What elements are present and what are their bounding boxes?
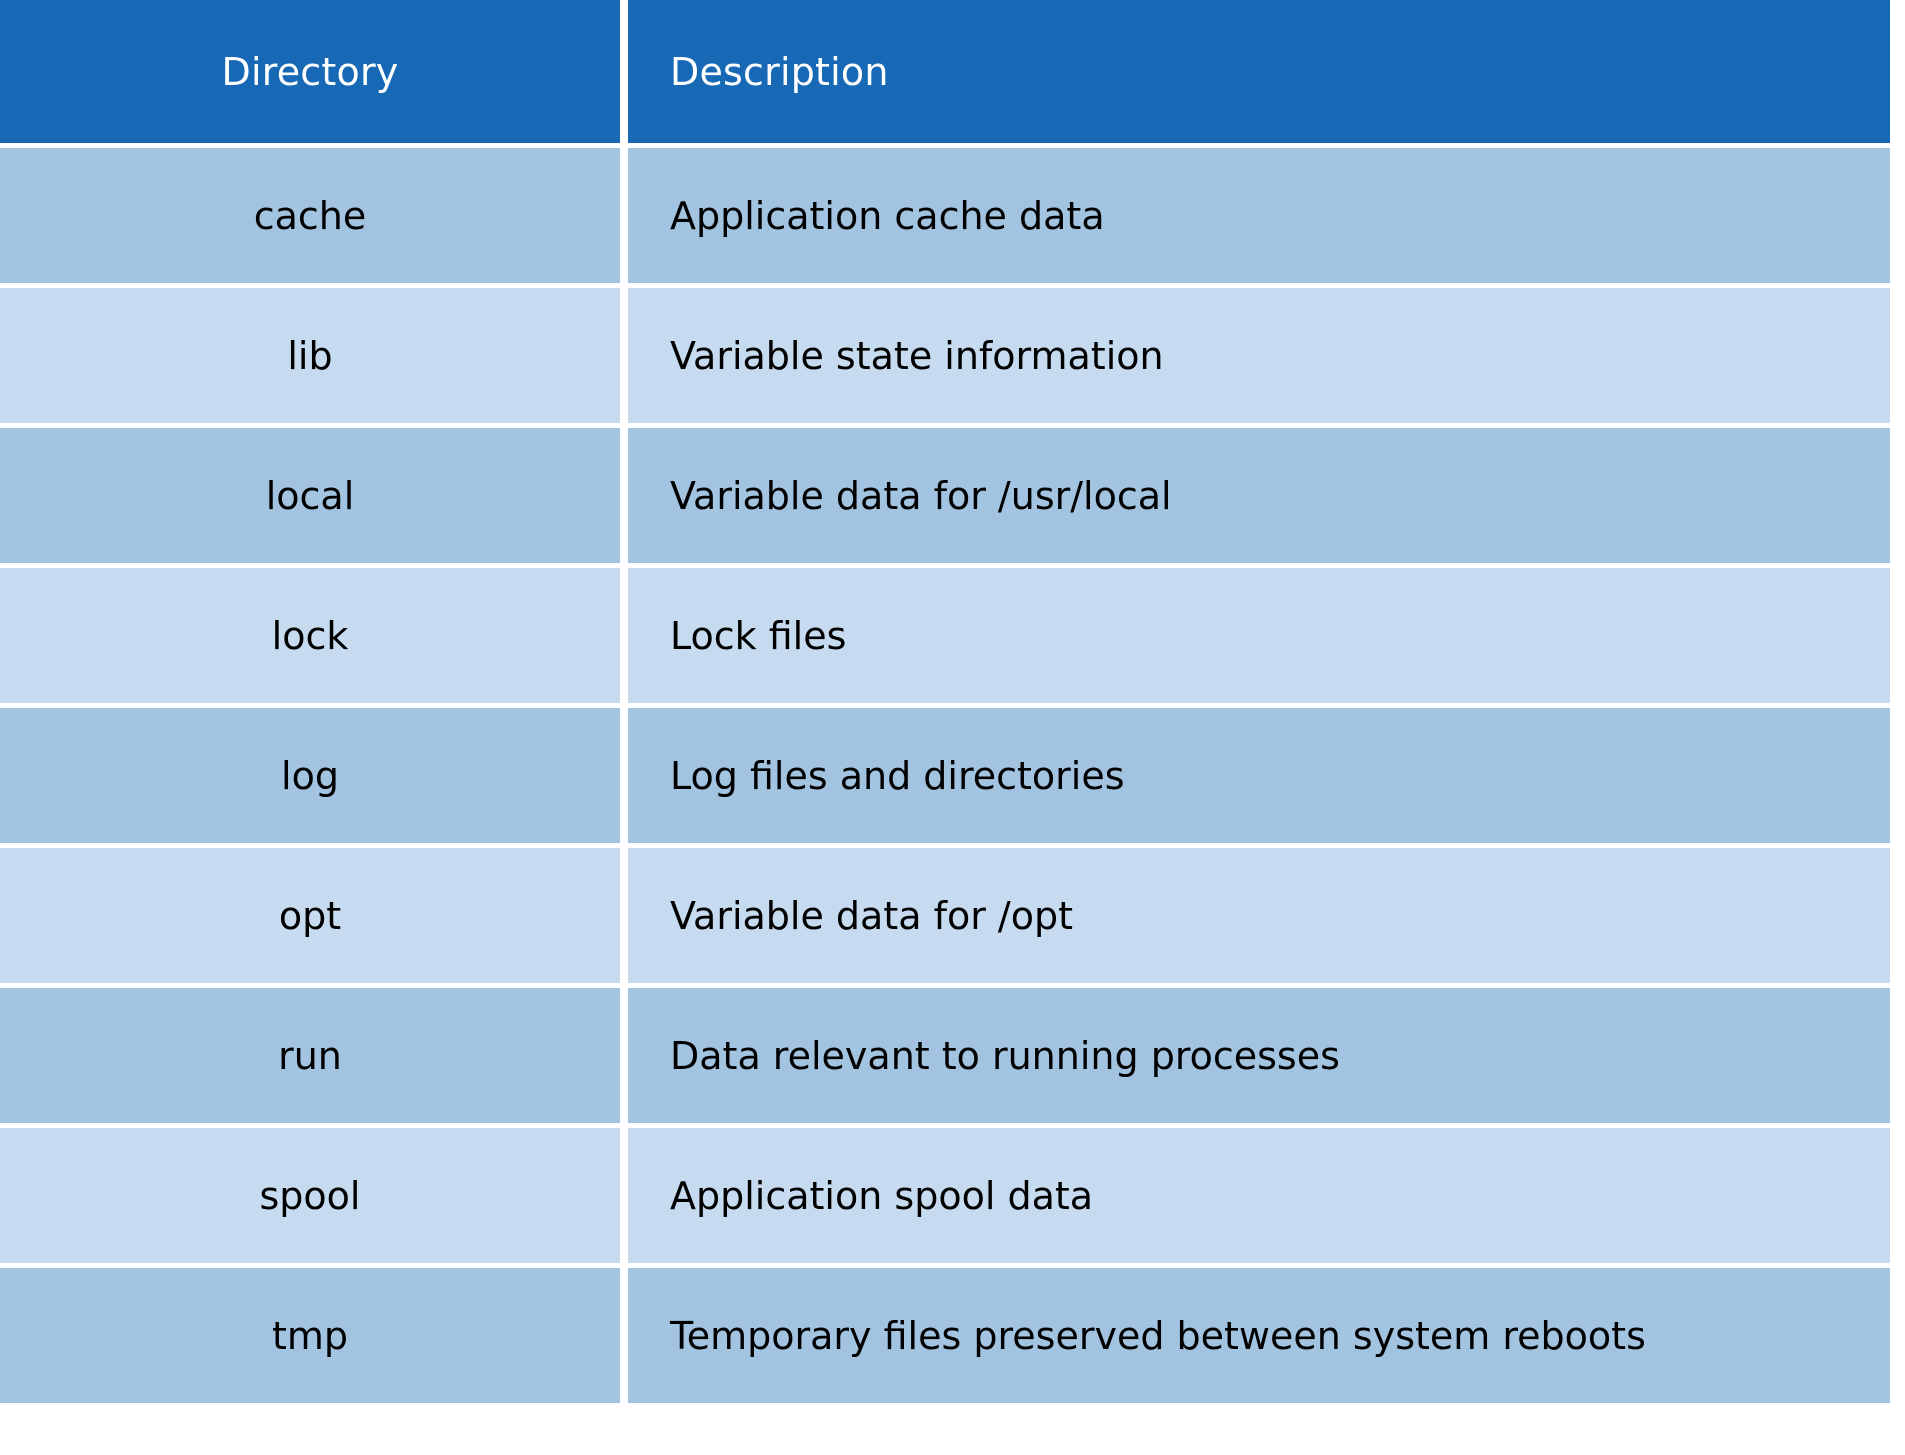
row-separator-gap: [620, 283, 628, 288]
row-separator-gap: [620, 1263, 628, 1268]
row-separator-cell: [0, 563, 620, 568]
column-divider: [620, 428, 628, 563]
row-separator-cell: [628, 1123, 1890, 1128]
table-row[interactable]: cache Application cache data: [0, 148, 1890, 283]
cell-description: Lock files: [628, 568, 1890, 703]
row-separator-cell: [0, 143, 620, 148]
row-separator-cell: [0, 703, 620, 708]
row-separator-cell: [628, 983, 1890, 988]
row-separator-cell: [628, 563, 1890, 568]
table-row[interactable]: lib Variable state information: [0, 288, 1890, 423]
cell-directory: local: [0, 428, 620, 563]
cell-directory: run: [0, 988, 620, 1123]
table-header: Directory Description: [0, 0, 1890, 143]
row-separator: [0, 283, 1890, 288]
table-body: cache Application cache data lib Variabl…: [0, 143, 1890, 1403]
row-separator-cell: [0, 423, 620, 428]
row-separator-cell: [0, 1263, 620, 1268]
cell-description: Variable data for /opt: [628, 848, 1890, 983]
row-separator: [0, 1263, 1890, 1268]
column-divider: [620, 148, 628, 283]
cell-directory: lib: [0, 288, 620, 423]
table-row[interactable]: run Data relevant to running processes: [0, 988, 1890, 1123]
column-divider: [620, 288, 628, 423]
table-header-row: Directory Description: [0, 0, 1890, 143]
column-divider: [620, 1268, 628, 1403]
row-separator-cell: [628, 843, 1890, 848]
cell-description: Data relevant to running processes: [628, 988, 1890, 1123]
column-divider: [620, 568, 628, 703]
row-separator-cell: [0, 983, 620, 988]
row-separator: [0, 1123, 1890, 1128]
column-divider: [620, 0, 628, 143]
table-row[interactable]: tmp Temporary files preserved between sy…: [0, 1268, 1890, 1403]
row-separator: [0, 423, 1890, 428]
cell-directory: opt: [0, 848, 620, 983]
cell-directory: cache: [0, 148, 620, 283]
cell-description: Application spool data: [628, 1128, 1890, 1263]
column-divider: [620, 988, 628, 1123]
row-separator-gap: [620, 423, 628, 428]
cell-description: Log files and directories: [628, 708, 1890, 843]
table-row[interactable]: log Log files and directories: [0, 708, 1890, 843]
cell-directory: log: [0, 708, 620, 843]
row-separator-cell: [628, 423, 1890, 428]
table-row[interactable]: local Variable data for /usr/local: [0, 428, 1890, 563]
row-separator-gap: [620, 703, 628, 708]
cell-directory: spool: [0, 1128, 620, 1263]
column-header-directory[interactable]: Directory: [0, 0, 620, 143]
cell-description: Variable state information: [628, 288, 1890, 423]
row-separator-cell: [0, 843, 620, 848]
row-separator-cell: [0, 1123, 620, 1128]
row-separator: [0, 143, 1890, 148]
var-directory-table: Directory Description cache Application …: [0, 0, 1890, 1403]
row-separator-cell: [628, 283, 1890, 288]
column-header-description[interactable]: Description: [628, 0, 1890, 143]
row-separator-cell: [628, 143, 1890, 148]
row-separator-gap: [620, 983, 628, 988]
row-separator-gap: [620, 1123, 628, 1128]
row-separator: [0, 983, 1890, 988]
row-separator-cell: [628, 1263, 1890, 1268]
row-separator: [0, 563, 1890, 568]
column-divider: [620, 708, 628, 843]
row-separator-gap: [620, 843, 628, 848]
row-separator: [0, 703, 1890, 708]
row-separator-gap: [620, 563, 628, 568]
cell-directory: tmp: [0, 1268, 620, 1403]
cell-directory: lock: [0, 568, 620, 703]
row-separator-gap: [620, 143, 628, 148]
cell-description: Application cache data: [628, 148, 1890, 283]
table-row[interactable]: opt Variable data for /opt: [0, 848, 1890, 983]
row-separator-cell: [628, 703, 1890, 708]
column-divider: [620, 1128, 628, 1263]
column-divider: [620, 848, 628, 983]
row-separator-cell: [0, 283, 620, 288]
row-separator: [0, 843, 1890, 848]
table-row[interactable]: lock Lock files: [0, 568, 1890, 703]
table-row[interactable]: spool Application spool data: [0, 1128, 1890, 1263]
cell-description: Variable data for /usr/local: [628, 428, 1890, 563]
cell-description: Temporary files preserved between system…: [628, 1268, 1890, 1403]
